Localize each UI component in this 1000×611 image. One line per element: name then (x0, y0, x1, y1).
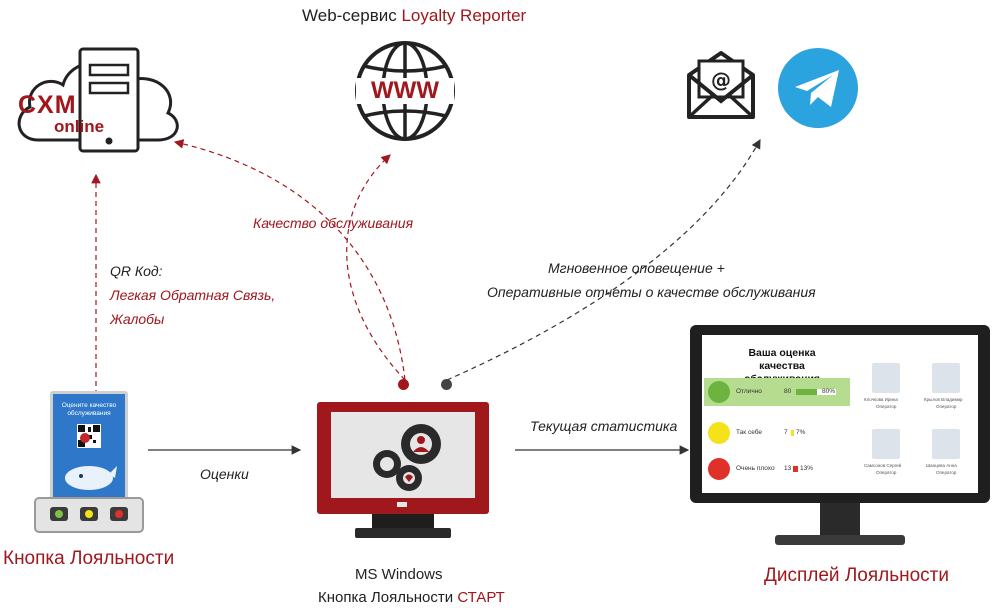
qr-title-label: QR Код: (110, 263, 163, 279)
notify-line1-label: Мгновенное оповещение + (548, 260, 725, 276)
gears-icon (373, 424, 441, 491)
www-globe: WWW (350, 36, 460, 146)
staff-card: Шанцева Анна Оператор (918, 429, 974, 483)
good-button[interactable] (50, 507, 68, 521)
staff-card: Клочкова Ирина Оператор (858, 363, 914, 417)
pc-stand (355, 528, 451, 538)
loyalty-display: Ваша оценка качества обслуживания Отличн… (690, 325, 990, 550)
qr-code (77, 424, 101, 448)
cxm-cloud: CXM online (8, 35, 188, 165)
service-quality-label: Качество обслуживания (253, 215, 414, 231)
display-neck (820, 503, 860, 537)
display-stand (775, 535, 905, 545)
bar-so-so (791, 430, 794, 436)
qr-line2-label: Жалобы (110, 311, 165, 327)
cloud-server-icon (17, 47, 179, 153)
email-icon: @ (683, 45, 759, 126)
pc-bezel (317, 402, 489, 514)
bar-excellent (796, 389, 817, 395)
neutral-button[interactable] (80, 507, 98, 521)
row-very-bad: Очень плохо 13 13% (704, 455, 850, 483)
display-bezel: Ваша оценка качества обслуживания Отличн… (690, 325, 990, 503)
quality-to-www-arrow (346, 154, 406, 381)
current-stats-label: Текущая статистика (530, 418, 678, 434)
row-excellent: Отлично 80 80% (704, 378, 850, 406)
www-text: WWW (371, 77, 439, 104)
avatar (872, 429, 900, 459)
notify-arrow (446, 138, 761, 381)
bad-button[interactable] (110, 507, 128, 521)
avatar (932, 429, 960, 459)
bar-very-bad (793, 466, 798, 472)
svg-text:@: @ (711, 68, 731, 92)
loyalty-button-device: Оцените качество обслуживания (32, 385, 144, 535)
pc-neck (372, 514, 434, 530)
device-screen: Оцените качество обслуживания (50, 391, 128, 501)
staff-card: Крылов Владимир Оператор (918, 363, 974, 417)
qr-line1-label: Легкая Обратная Связь, (110, 287, 276, 303)
device-base (34, 497, 144, 533)
notify-line2-label: Оперативные отчеты о качестве обслуживан… (487, 284, 816, 300)
quality-dot (398, 379, 409, 390)
sad-face-icon (708, 458, 730, 480)
whale-icon (65, 466, 117, 490)
web-service-title: Web-сервис Loyalty Reporter (302, 6, 527, 25)
happy-face-icon (708, 381, 730, 403)
cxm-logo-text: CXM (18, 91, 77, 119)
pc-screen (331, 412, 475, 498)
quality-to-cloud-arrow (173, 139, 406, 381)
notify-dot (441, 379, 452, 390)
row-so-so: Так себе 7 7% (704, 419, 850, 447)
cxm-logo-sub: online (54, 117, 105, 136)
avatar (932, 363, 960, 393)
telegram-icon (777, 47, 859, 134)
pc-caption-line2: Кнопка Лояльности СТАРТ (318, 589, 505, 606)
pc-caption-line1: MS Windows (355, 566, 443, 583)
display-caption: Дисплей Лояльности (764, 565, 949, 586)
staff-card: Самсонов Сергей Оператор (858, 429, 914, 483)
display-screen: Ваша оценка качества обслуживания Отличн… (702, 335, 978, 493)
globe-icon (355, 41, 455, 141)
pc-monitor (317, 379, 489, 562)
avatar (872, 363, 900, 393)
ratings-label: Оценки (200, 466, 249, 482)
neutral-face-icon (708, 422, 730, 444)
device-caption: Кнопка Лояльности (3, 548, 175, 569)
